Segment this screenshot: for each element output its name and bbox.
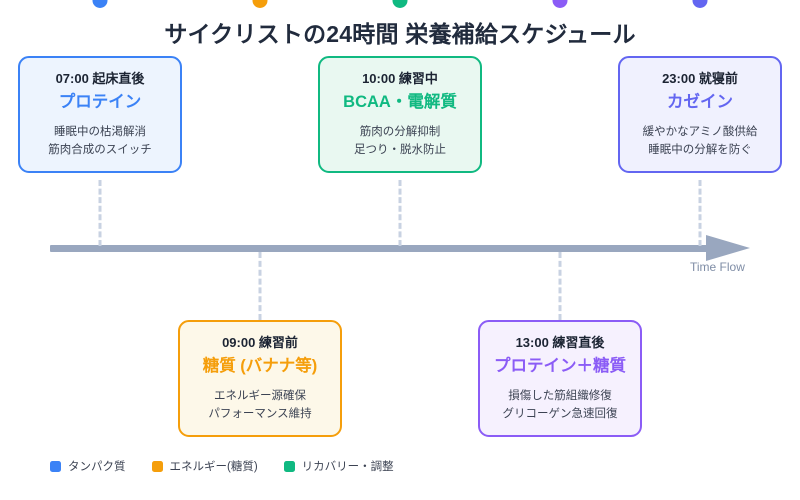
legend-item-protein: タンパク質	[50, 458, 126, 474]
legend-swatch-icon-recovery	[283, 460, 295, 472]
connector-post-training	[558, 252, 562, 320]
legend-swatch-icon-protein	[50, 460, 61, 472]
event-time-during-training: 10:00 練習中	[362, 71, 438, 86]
event-nutrient-wakeup: プロテイン	[58, 93, 142, 112]
event-card-during-training[interactable]: 10:00 練習中 BCAA・電解質 筋肉の分解抑制 足つり・脱水防止	[318, 56, 482, 174]
event-nutrient-bedtime: カゼイン	[667, 93, 733, 112]
legend-swatch-icon-energy	[151, 460, 163, 472]
event-card-wakeup[interactable]: 07:00 起床直後 プロテイン 睡眠中の枯渇解消 筋肉合成のスイッチ	[18, 56, 182, 174]
event-nutrient-during-training: BCAA・電解質	[343, 93, 457, 112]
event-desc-bedtime-line1: 緩やかなアミノ酸供給	[642, 125, 758, 138]
event-desc-wakeup-line1: 睡眠中の枯渇解消	[54, 125, 146, 138]
event-desc-pre-training-line2: パフォーマンス維持	[208, 408, 312, 421]
legend-label-recovery: リカバリー・調整	[301, 461, 394, 473]
event-card-post-training[interactable]: 13:00 練習直後 プロテイン＋糖質 損傷した筋組織修復 グリコーゲン急速回復	[478, 320, 642, 438]
timeline-axis-bar	[50, 245, 710, 252]
node-dot-wakeup	[92, 0, 108, 8]
event-time-pre-training: 09:00 練習前	[222, 335, 298, 350]
timeline-axis-label: Time Flow	[690, 260, 745, 274]
event-time-post-training: 13:00 練習直後	[515, 335, 605, 350]
node-dot-pre-training	[252, 0, 268, 8]
legend-item-energy: エネルギー(糖質)	[151, 458, 258, 474]
event-desc-post-training-line2: グリコーゲン急速回復	[502, 408, 618, 421]
event-nutrient-post-training: プロテイン＋糖質	[494, 357, 626, 376]
event-time-bedtime: 23:00 就寝前	[662, 71, 738, 86]
event-desc-during-training-line1: 筋肉の分解抑制	[359, 125, 441, 138]
event-desc-bedtime-line2: 睡眠中の分解を防ぐ	[648, 144, 752, 157]
event-time-wakeup: 07:00 起床直後	[55, 71, 145, 86]
connector-bedtime	[698, 180, 702, 246]
connector-wakeup	[98, 180, 102, 246]
event-desc-pre-training-line1: エネルギー源確保	[214, 389, 306, 402]
connector-during-training	[398, 180, 402, 246]
event-card-bedtime[interactable]: 23:00 就寝前 カゼイン 緩やかなアミノ酸供給 睡眠中の分解を防ぐ	[618, 56, 782, 174]
page-title: サイクリストの24時間 栄養補給スケジュール	[164, 21, 636, 47]
legend-item-recovery: リカバリー・調整	[283, 458, 394, 474]
connector-pre-training	[258, 252, 262, 320]
event-nutrient-pre-training: 糖質 (バナナ等)	[202, 357, 318, 376]
legend: タンパク質 エネルギー(糖質) リカバリー・調整	[50, 458, 394, 474]
event-desc-during-training-line2: 足つり・脱水防止	[354, 144, 446, 157]
arrow-right-icon	[706, 235, 750, 261]
event-desc-wakeup-line2: 筋肉合成のスイッチ	[48, 144, 152, 157]
event-desc-post-training-line1: 損傷した筋組織修復	[508, 389, 612, 402]
node-dot-bedtime	[692, 0, 708, 8]
event-card-pre-training[interactable]: 09:00 練習前 糖質 (バナナ等) エネルギー源確保 パフォーマンス維持	[178, 320, 342, 438]
legend-label-energy: エネルギー(糖質)	[169, 461, 258, 473]
node-dot-post-training	[552, 0, 568, 8]
node-dot-during-training	[392, 0, 408, 8]
legend-label-protein: タンパク質	[68, 461, 126, 473]
